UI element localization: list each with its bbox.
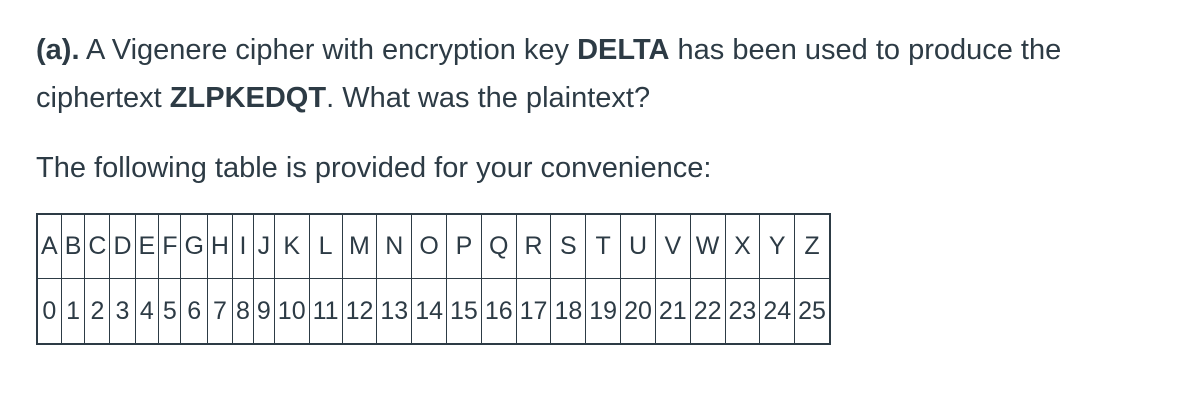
number-cell: 0	[36, 278, 62, 345]
letter-cell: W	[689, 213, 726, 279]
number-cell: 14	[411, 278, 447, 345]
number-cell: 6	[180, 278, 208, 345]
number-cell: 5	[158, 278, 182, 345]
letter-cell: S	[550, 213, 587, 279]
letter-cell: B	[60, 213, 86, 279]
letter-cell: H	[206, 213, 233, 279]
number-cell: 8	[231, 278, 254, 345]
number-cell: 23	[724, 278, 761, 345]
number-cell: 20	[620, 278, 656, 345]
number-cell: 12	[341, 278, 378, 345]
letter-cell: O	[411, 213, 447, 279]
letter-cell: P	[446, 213, 482, 279]
letter-cell: E	[134, 213, 160, 279]
number-cell: 25	[794, 278, 831, 345]
number-cell: 1	[60, 278, 86, 345]
number-cell: 4	[134, 278, 160, 345]
letter-cell: X	[724, 213, 761, 279]
encryption-key: DELTA	[577, 34, 670, 66]
letter-cell: M	[341, 213, 378, 279]
letter-cell: A	[36, 213, 62, 279]
letter-cell: Z	[794, 213, 831, 279]
letter-cell: N	[376, 213, 413, 279]
ciphertext: ZLPKEDQT	[169, 82, 327, 114]
number-cell: 19	[585, 278, 622, 345]
number-cell: 21	[654, 278, 691, 345]
letter-cell: F	[158, 213, 182, 279]
letter-cell: Q	[480, 213, 517, 279]
question-text: (a). A Vigenere cipher with encryption k…	[36, 26, 1166, 122]
number-cell: 3	[109, 278, 136, 345]
letter-cell: C	[84, 213, 111, 279]
number-cell: 11	[308, 278, 343, 345]
letter-cell: L	[308, 213, 343, 279]
number-cell: 24	[759, 278, 796, 345]
number-cell: 17	[515, 278, 552, 345]
table-intro-text: The following table is provided for your…	[36, 152, 712, 184]
number-cell: 13	[376, 278, 413, 345]
number-cell: 18	[550, 278, 587, 345]
number-cell: 2	[84, 278, 111, 345]
number-cell: 10	[273, 278, 310, 345]
letter-cell: R	[515, 213, 552, 279]
letter-cell: U	[620, 213, 656, 279]
question-text-part-1: A Vigenere cipher with encryption key	[79, 34, 578, 66]
letter-cell: D	[109, 213, 136, 279]
question-text-part-2: has been used to produce the ciphertext	[36, 34, 1062, 114]
letter-cell: V	[654, 213, 691, 279]
number-cell: 16	[480, 278, 517, 345]
number-cell: 9	[252, 278, 275, 345]
letter-cell: G	[180, 213, 208, 279]
letter-cell: K	[273, 213, 310, 279]
question-text-part-3: . What was the plaintext?	[326, 82, 651, 114]
number-cell: 7	[206, 278, 233, 345]
question-label: (a).	[36, 34, 80, 66]
number-cell: 22	[689, 278, 726, 345]
number-cell: 15	[446, 278, 482, 345]
letter-cell: I	[231, 213, 254, 279]
letter-cell: J	[252, 213, 275, 279]
letter-cell: T	[585, 213, 622, 279]
letter-cell: Y	[759, 213, 796, 279]
